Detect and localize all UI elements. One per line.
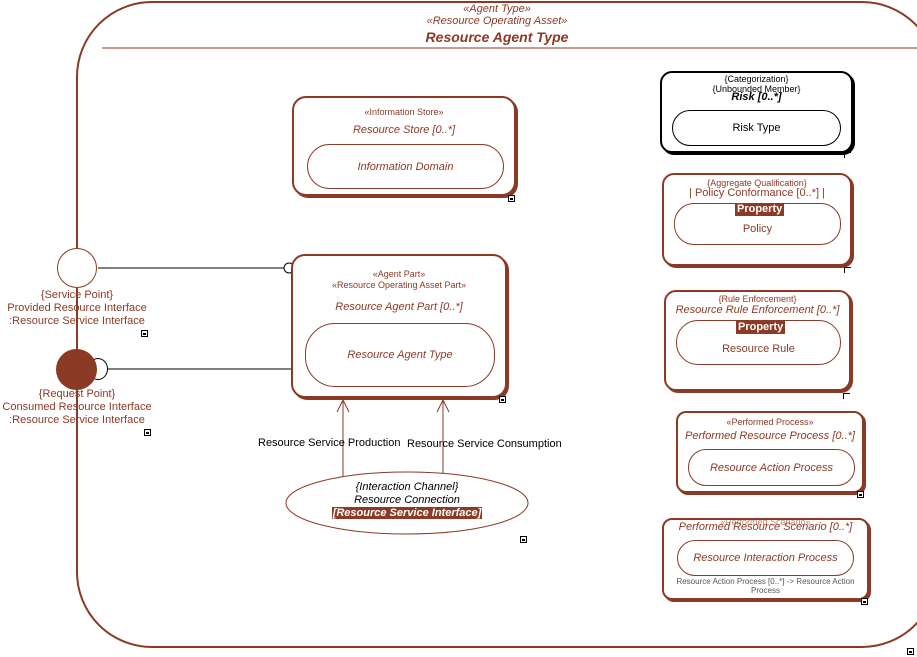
production-arrowhead (336, 398, 350, 413)
service-point-kind: {Service Point} (40, 289, 114, 301)
information-domain-label: Information Domain (357, 160, 454, 173)
resource-agent-type-pill[interactable]: Resource Agent Type (305, 323, 495, 387)
rule-property-tag: Property (736, 321, 786, 334)
rule-stereotype: {Rule Enforcement} (718, 294, 797, 304)
request-point-port[interactable] (56, 349, 97, 390)
policy-conformance-part[interactable]: {Aggregate Qualification} | Policy Confo… (662, 173, 852, 266)
policy-label: Policy (742, 223, 773, 235)
scenario-stereotype: «Performed Scenario» (720, 517, 811, 527)
part-stereotype-asset: «Resource Operating Asset Part» (331, 280, 467, 290)
connection-tag-row: [Resource Service Interface] (287, 507, 527, 520)
request-point-expand-icon[interactable] (144, 429, 151, 436)
resource-action-process-label: Resource Action Process (709, 461, 834, 474)
request-point-kind: {Request Point} (38, 388, 116, 400)
service-point-label: {Service Point} Provided Resource Interf… (0, 289, 154, 328)
resource-interaction-process-label: Resource Interaction Process (693, 552, 838, 564)
consumption-arrowhead (436, 398, 450, 413)
consumption-flow-label[interactable]: Resource Service Consumption (407, 438, 562, 450)
resource-store-part[interactable]: «Information Store» Resource Store [0..*… (292, 96, 516, 196)
request-point-type: :Resource Service Interface (9, 414, 145, 426)
service-point-type: :Resource Service Interface (9, 315, 145, 327)
process-expand-icon[interactable] (857, 491, 864, 498)
service-point-role: Provided Resource Interface (7, 302, 147, 314)
rule-corner-icon (843, 393, 850, 399)
service-point-port[interactable] (57, 248, 97, 288)
resource-agent-type-label: Resource Agent Type (347, 349, 453, 361)
frame-title: Resource Agent Type (425, 29, 569, 45)
scenario-name: Performed Resource Scenario [0..*] (678, 521, 853, 533)
part-name: Resource Agent Part [0..*] (335, 301, 463, 313)
risk-type-pill[interactable]: Risk Type (672, 110, 841, 146)
frame-stereotype-asset: «Resource Operating Asset» (426, 15, 568, 27)
risk-corner-icon (844, 152, 851, 158)
frame-expand-icon[interactable] (907, 648, 914, 655)
risk-name: Risk [0..*] (731, 91, 782, 103)
resource-rule-label: Resource Rule (722, 342, 795, 355)
request-point-label: {Request Point} Consumed Resource Interf… (0, 388, 154, 427)
production-flow-label[interactable]: Resource Service Production (258, 437, 401, 449)
service-point-expand-icon[interactable] (141, 330, 148, 337)
policy-corner-icon (844, 267, 851, 273)
risk-stereotype-unbounded: {Unbounded Member} (712, 84, 801, 94)
connection-expand-icon[interactable] (520, 536, 527, 543)
connection-stereotype: {Interaction Channel} (355, 481, 459, 493)
connection-text[interactable]: {Interaction Channel} Resource Connectio… (287, 481, 527, 520)
policy-stereotype: {Aggregate Qualification} (707, 178, 807, 188)
resource-interaction-process-pill[interactable]: Resource Interaction Process (677, 540, 854, 576)
part-stereotype-agent: «Agent Part» (372, 269, 426, 279)
store-stereotype: «Information Store» (364, 107, 444, 117)
risk-type-label: Risk Type (732, 122, 781, 134)
risk-stereotype-categorization: {Categorization} (724, 74, 789, 84)
frame-stereotype-agent-type: «Agent Type» (463, 3, 531, 15)
information-domain-pill[interactable]: Information Domain (307, 144, 504, 189)
process-name: Performed Resource Process [0..*] (685, 430, 855, 442)
performed-scenario-part[interactable]: «Performed Scenario» Performed Resource … (662, 517, 869, 600)
store-expand-icon[interactable] (508, 195, 515, 202)
resource-action-process-pill[interactable]: Resource Action Process (688, 449, 855, 486)
risk-part[interactable]: {Categorization} {Unbounded Member} Risk… (660, 71, 853, 153)
rule-enforcement-part[interactable]: {Rule Enforcement} Resource Rule Enforce… (664, 290, 851, 391)
performed-process-part[interactable]: «Performed Process» Performed Resource P… (676, 411, 864, 493)
scenario-note: Resource Action Process [0..*] -> Resour… (676, 577, 855, 595)
request-point-role: Consumed Resource Interface (2, 401, 152, 413)
policy-name: | Policy Conformance [0..*] | (689, 187, 825, 199)
connection-name: Resource Connection (354, 494, 460, 506)
frame-header: «Agent Type» «Resource Operating Asset» … (77, 3, 917, 46)
policy-property-tag: Property (735, 203, 785, 216)
connection-interface-tag: [Resource Service Interface] (331, 507, 483, 519)
resource-agent-part[interactable]: «Agent Part» «Resource Operating Asset P… (291, 254, 507, 398)
agent-type-frame (76, 1, 917, 648)
part-expand-icon[interactable] (499, 396, 506, 403)
rule-name: Resource Rule Enforcement [0..*] (675, 304, 840, 316)
scenario-expand-icon[interactable] (861, 598, 868, 605)
process-stereotype: «Performed Process» (726, 417, 814, 427)
store-name: Resource Store [0..*] (352, 124, 456, 136)
